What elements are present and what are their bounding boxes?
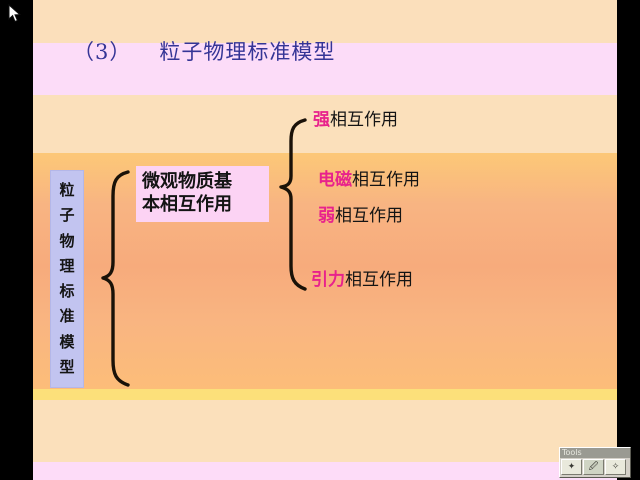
force-highlight: 弱 [318, 206, 335, 226]
vertical-label-box: 粒 子 物 理 标 准 模 型 [50, 170, 84, 388]
vertical-label-char: 理 [59, 256, 75, 275]
tools-palette-title: Tools [560, 448, 630, 458]
vertical-label-char: 准 [59, 307, 75, 326]
force-item-weak: 弱相互作用 [318, 208, 403, 225]
force-rest: 相互作用 [335, 206, 403, 226]
background-band-peach-top [33, 0, 617, 43]
title-number: （3） [73, 40, 132, 64]
background-band-yellow [33, 389, 617, 400]
background-band-pink-upper [33, 43, 617, 95]
vertical-label-char: 子 [59, 206, 75, 225]
force-rest: 相互作用 [345, 270, 413, 290]
background-band-pink-bottom [33, 462, 617, 480]
center-box-line-2: 本相互作用 [142, 193, 232, 215]
mouse-cursor-icon [8, 4, 22, 23]
center-box-line-1: 微观物质基 [142, 171, 232, 192]
presentation-slide: （3）粒子物理标准模型 粒 子 物 理 标 准 模 型 微观物质基 本相互作用 … [33, 0, 617, 480]
center-concept-box: 微观物质基 本相互作用 [136, 166, 269, 222]
vertical-label-char: 物 [59, 231, 75, 250]
background-gradient-overlay [33, 153, 617, 389]
vertical-label-char: 标 [59, 282, 75, 301]
force-highlight: 强 [313, 110, 330, 130]
force-rest: 相互作用 [352, 170, 420, 190]
page-title: （3） 粒子物理标准模型 [73, 36, 335, 66]
brace-right [279, 118, 307, 291]
tools-button-row: ✦ 🖉 ✧ [560, 458, 630, 476]
eraser-icon[interactable]: ✧ [605, 459, 626, 475]
pointer-icon[interactable]: ✦ [561, 459, 582, 475]
force-highlight: 电磁 [318, 170, 352, 190]
vertical-label-char: 型 [59, 357, 75, 376]
force-rest: 相互作用 [330, 110, 398, 130]
background-band-peach-lower [33, 400, 617, 462]
vertical-label-char: 模 [59, 332, 75, 351]
pen-icon[interactable]: 🖉 [583, 459, 604, 475]
force-item-gravity: 引力相互作用 [311, 272, 413, 289]
title-text: 粒子物理标准模型 [159, 40, 336, 64]
brace-group [101, 118, 307, 387]
force-highlight: 引力 [311, 270, 345, 290]
vertical-label-char: 粒 [59, 181, 75, 200]
force-item-electromagnetic: 电磁相互作用 [318, 172, 420, 189]
brace-left [101, 170, 130, 387]
background-band-peach-upper [33, 95, 617, 153]
tools-palette[interactable]: Tools ✦ 🖉 ✧ [559, 447, 631, 478]
force-item-strong: 强相互作用 [313, 112, 398, 129]
